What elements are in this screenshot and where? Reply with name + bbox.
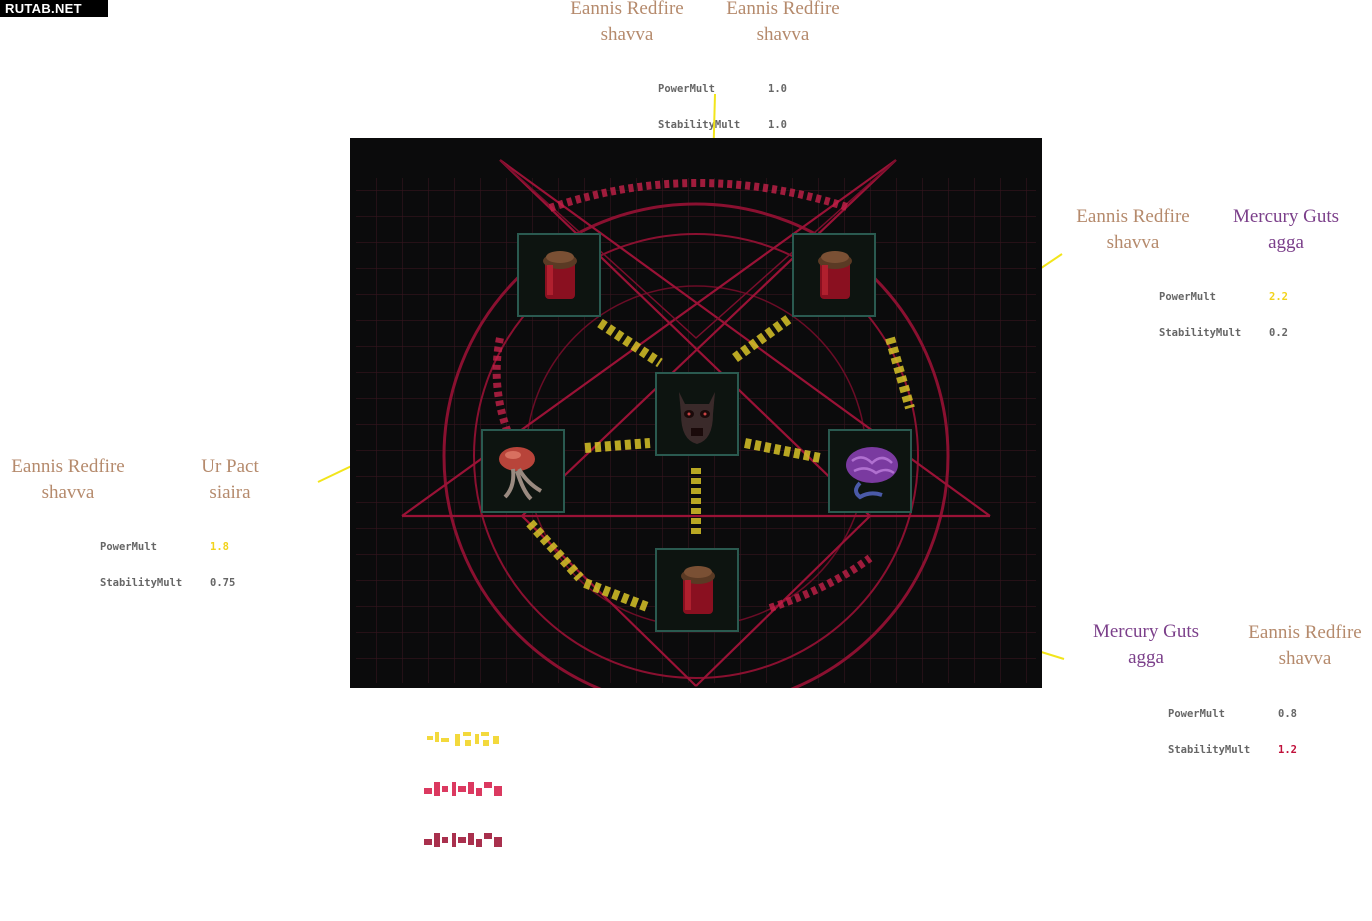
right-upper-right-item-name: Mercury Guts agga [1216, 204, 1356, 256]
slot-mid-left[interactable] [481, 429, 565, 513]
stability-mult-label: StabilityMult [100, 577, 183, 589]
item-name-line1: Ur Pact [201, 456, 259, 477]
power-mult-value: 1.8 [210, 541, 229, 553]
right-lower-left-item-name: Mercury Guts agga [1076, 619, 1216, 671]
power-mult-value: 2.2 [1269, 291, 1288, 303]
left-right-item-name: Ur Pact siaira [180, 454, 280, 506]
rune-swatch-red [424, 782, 502, 796]
red-canister-icon [681, 566, 715, 614]
top-stats: PowerMult 1.0 StabilityMult 1.0 [658, 59, 787, 143]
item-name-line2: siaira [209, 482, 251, 503]
item-name-line2: shavva [600, 24, 654, 45]
purple-brain-icon [846, 447, 898, 500]
right-upper-stats: PowerMult 2.2 StabilityMult 0.2 [1159, 267, 1288, 351]
item-name-line2: shavva [1278, 648, 1332, 669]
power-mult-label: PowerMult [658, 83, 715, 95]
item-name-line1: Eannis Redfire [1076, 206, 1190, 227]
slot-center[interactable] [655, 372, 739, 456]
left-stats: PowerMult 1.8 StabilityMult 0.75 [100, 517, 235, 601]
item-name-line2: agga [1268, 232, 1304, 253]
stability-mult-label: StabilityMult [658, 119, 741, 131]
power-mult-label: PowerMult [1159, 291, 1216, 303]
right-lower-stats: PowerMult 0.8 StabilityMult 1.2 [1168, 684, 1297, 768]
item-name-line2: shavva [41, 482, 95, 503]
ritual-board [350, 138, 1042, 688]
site-watermark: RUTAB.NET [0, 0, 108, 17]
top-left-item-name: Eannis Redfire shavva [552, 0, 702, 48]
stability-mult-value: 0.2 [1269, 327, 1288, 339]
power-mult-label: PowerMult [1168, 708, 1225, 720]
stability-mult-value: 0.75 [210, 577, 236, 589]
red-canister-icon [543, 251, 577, 299]
item-name-line2: shavva [1106, 232, 1160, 253]
stability-mult-value: 1.0 [768, 119, 787, 131]
right-lower-right-item-name: Eannis Redfire shavva [1230, 620, 1372, 672]
left-left-item-name: Eannis Redfire shavva [0, 454, 143, 506]
item-name-line1: Mercury Guts [1092, 621, 1200, 642]
slot-top-right[interactable] [792, 233, 876, 317]
item-name-line1: Eannis Redfire [11, 456, 125, 477]
top-right-item-name: Eannis Redfire shavva [708, 0, 858, 48]
power-mult-label: PowerMult [100, 541, 157, 553]
mushroom-creature-icon [499, 447, 543, 501]
slot-bottom[interactable] [655, 548, 739, 632]
item-name-line2: shavva [756, 24, 810, 45]
red-canister-icon [818, 251, 852, 299]
item-name-line1: Eannis Redfire [726, 0, 840, 19]
stability-mult-value: 1.2 [1278, 744, 1297, 756]
rune-swatch-yellow [427, 732, 499, 746]
item-name-line1: Mercury Guts [1232, 206, 1340, 227]
slot-top-left[interactable] [517, 233, 601, 317]
power-mult-value: 0.8 [1278, 708, 1297, 720]
demon-skull-icon [679, 392, 715, 444]
item-name-line1: Eannis Redfire [570, 0, 684, 19]
item-name-line1: Eannis Redfire [1248, 622, 1362, 643]
slot-mid-right[interactable] [828, 429, 912, 513]
rune-swatch-dark-red [424, 833, 502, 847]
right-upper-left-item-name: Eannis Redfire shavva [1058, 204, 1208, 256]
stability-mult-label: StabilityMult [1168, 744, 1251, 756]
power-mult-value: 1.0 [768, 83, 787, 95]
stability-mult-label: StabilityMult [1159, 327, 1242, 339]
item-name-line2: agga [1128, 647, 1164, 668]
